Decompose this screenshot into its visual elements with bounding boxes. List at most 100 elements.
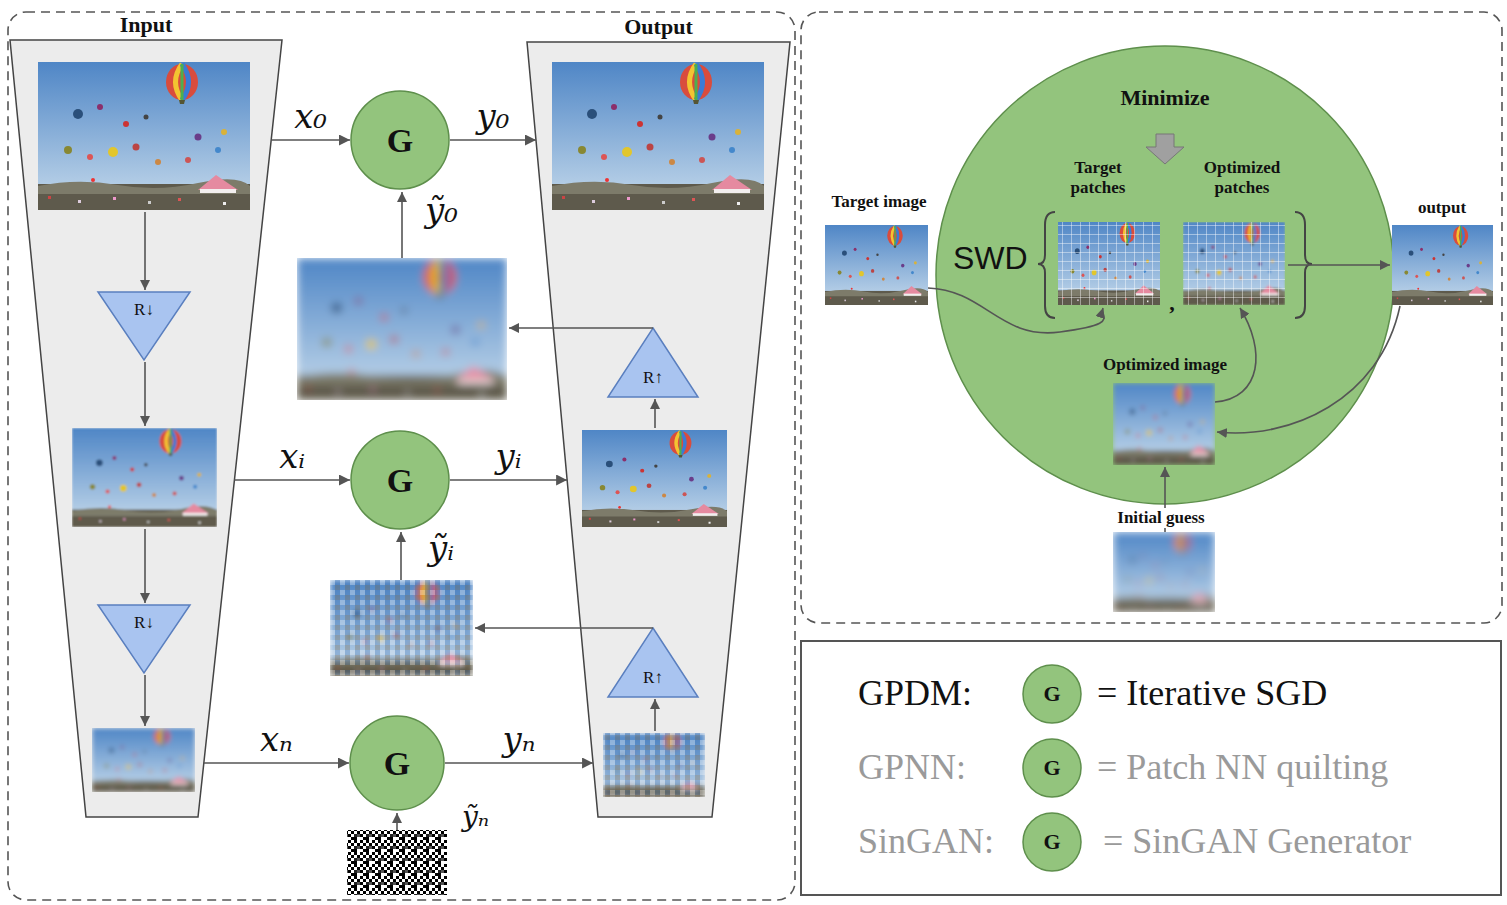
- flow-arrow: [450, 479, 567, 481]
- arrow: [1288, 264, 1390, 266]
- target-image: [825, 225, 928, 305]
- node-text: ,: [1166, 290, 1178, 316]
- generator-circle: G: [350, 430, 450, 530]
- signal-label: xᵢ: [279, 436, 305, 476]
- upscale-triangle: R↑: [608, 628, 698, 697]
- input-image: [72, 428, 217, 527]
- node-text: Input: [10, 12, 282, 38]
- method-name: GPNN:: [858, 746, 966, 789]
- method-name: SinGAN:: [858, 820, 994, 863]
- arrow: [396, 813, 398, 830]
- polygon-outline: [98, 605, 190, 673]
- signal-label: ỹᵢ: [428, 528, 454, 569]
- image-caption: output: [1392, 198, 1492, 218]
- arrow: [475, 627, 653, 629]
- output-image: [582, 430, 727, 527]
- image-caption: Target image: [816, 192, 942, 212]
- node-text: Output: [527, 14, 790, 40]
- polygon-outline: [98, 292, 190, 360]
- legend-circle: G: [1022, 664, 1082, 724]
- node-text: Minimize: [935, 85, 1395, 111]
- circle-outline: [936, 46, 1394, 504]
- patch-grid: [1183, 222, 1285, 305]
- circle-outline: [1023, 739, 1081, 797]
- upscaled-image: [330, 580, 473, 676]
- output-image: [552, 62, 764, 210]
- dashed-panel: [801, 12, 1502, 623]
- arrow: [509, 327, 653, 329]
- flow-arrow: [271, 139, 350, 141]
- signal-label: ỹ₀: [425, 190, 458, 231]
- node-text: G: [1022, 829, 1082, 855]
- signal-label: yₙ: [503, 719, 536, 759]
- output-image: [603, 733, 705, 797]
- downscale-triangle: R↓: [98, 605, 190, 673]
- circle-outline: [350, 716, 444, 810]
- arrow: [144, 675, 146, 726]
- initial-image: [1113, 532, 1215, 612]
- method-name: GPDM:: [858, 672, 972, 715]
- input-image: [92, 728, 195, 792]
- legend-box: [801, 641, 1501, 895]
- node-text: G: [350, 460, 450, 501]
- upscaled-image: [297, 258, 507, 400]
- optimization-circle: MinimizeSWD Target patches, Optimized patc…: [935, 45, 1395, 505]
- arrow: [401, 192, 403, 258]
- polygon-outline: [527, 42, 790, 817]
- node-text: Optimized patches: [1187, 158, 1297, 198]
- flow-arrow: [204, 762, 349, 764]
- generator-circle: G: [349, 715, 445, 811]
- output-pyramid: OutputR↑ R↑: [527, 10, 790, 817]
- flow-arrow: [234, 479, 350, 481]
- legend-circle: G: [1022, 738, 1082, 798]
- signal-label: x₀: [294, 96, 327, 136]
- pixel-overlay: [330, 580, 473, 676]
- dashed-panel: [8, 12, 795, 900]
- upscale-triangle: R↑: [608, 328, 698, 397]
- circle-outline: [1023, 665, 1081, 723]
- image-caption: Initial guess: [1096, 508, 1226, 528]
- input-image: [38, 62, 250, 210]
- noise-image: [347, 830, 447, 895]
- method-description: = Iterative SGD: [1097, 672, 1327, 715]
- signal-label: yᵢ: [496, 436, 522, 476]
- flow-arrow: [445, 762, 593, 764]
- arrow: [400, 532, 402, 580]
- optimized-image: [1113, 383, 1215, 465]
- arrow: [144, 529, 146, 603]
- signal-label: xₙ: [260, 719, 293, 759]
- node-text: Target patches: [1053, 158, 1143, 198]
- arrow: [144, 212, 146, 290]
- node-text: G: [350, 120, 450, 161]
- polygon-outline: [608, 328, 698, 397]
- node-text: G: [1022, 755, 1082, 781]
- node-text: Optimized image: [1015, 355, 1315, 375]
- polygon-outline: [608, 628, 698, 697]
- polygon-outline: [10, 40, 282, 817]
- downscale-triangle: R↓: [98, 292, 190, 360]
- node-text: R↓: [98, 613, 190, 633]
- signal-label: y₀: [477, 96, 510, 136]
- circle-outline: [351, 91, 449, 189]
- node-text: SWD: [953, 239, 1043, 277]
- circle-outline: [1023, 813, 1081, 871]
- shape-outline: [10, 10, 282, 817]
- patch-image: [1183, 222, 1285, 305]
- shape-outline: [527, 10, 790, 817]
- circle-outline: [351, 431, 449, 529]
- method-description: = SinGAN Generator: [1103, 820, 1411, 863]
- arrow: [144, 362, 146, 426]
- output-image: [1392, 225, 1493, 305]
- signal-label: ỹₙ: [462, 800, 489, 834]
- patch-grid: [1058, 222, 1160, 305]
- flow-arrow: [450, 139, 536, 141]
- arrow: [654, 399, 656, 428]
- node-text: R↑: [608, 668, 698, 688]
- arrow: [654, 699, 656, 731]
- pixel-overlay: [603, 733, 705, 797]
- legend-circle: G: [1022, 812, 1082, 872]
- node-text: R↑: [608, 368, 698, 388]
- generator-circle: G: [350, 90, 450, 190]
